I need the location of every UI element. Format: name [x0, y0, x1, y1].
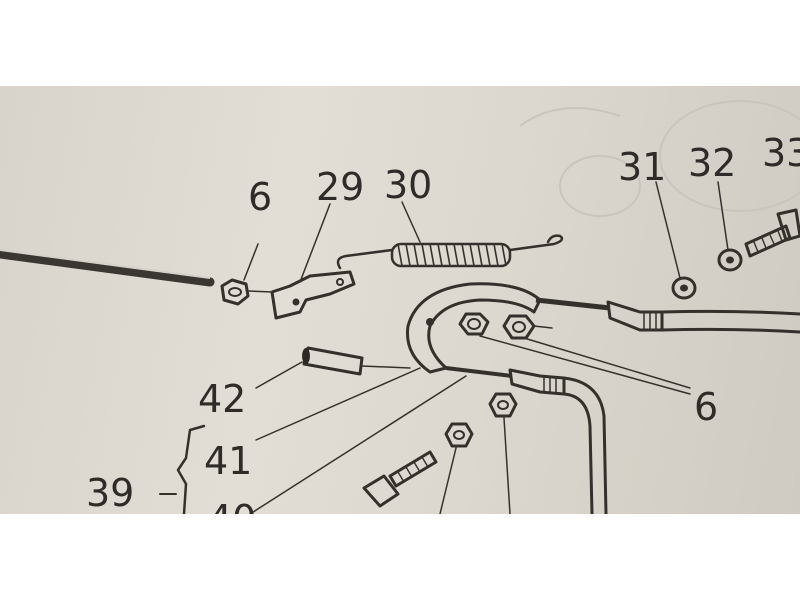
exploded-parts-diagram: 6 29 30 31 32 33 42 6 41 39 40	[0, 100, 800, 514]
leader-line	[401, 201, 421, 243]
nut-lower-a	[488, 392, 518, 418]
leader-line	[533, 325, 553, 329]
label-33: 33	[762, 131, 800, 175]
nut-6-a	[458, 312, 490, 336]
pin-42	[302, 346, 364, 376]
washer-32	[717, 248, 743, 272]
long-rod	[0, 249, 215, 287]
label-31: 31	[618, 145, 666, 189]
bracket-29	[270, 270, 356, 320]
spring-30	[336, 234, 564, 270]
leader-line	[249, 375, 467, 514]
leader-line	[479, 335, 691, 395]
leader-line	[255, 367, 421, 441]
leader-line	[243, 243, 259, 281]
label-40: 40	[208, 497, 256, 514]
leader-line	[655, 181, 681, 279]
leader-line	[247, 290, 273, 293]
label-6-top: 6	[248, 175, 272, 219]
leader-line	[299, 203, 331, 283]
label-42: 42	[198, 377, 246, 421]
label-41: 41	[204, 439, 252, 483]
nut-lower-b	[444, 422, 474, 448]
leader-line	[255, 361, 303, 389]
label-39: 39	[86, 471, 134, 514]
part-labels: 6 29 30 31 32 33 42 6 41 39 40	[86, 131, 800, 514]
leader-line	[717, 181, 729, 251]
lower-cable	[445, 366, 608, 514]
upper-cable	[535, 297, 800, 334]
label-6-right: 6	[694, 385, 718, 429]
bolt-lower	[362, 450, 438, 508]
label-32: 32	[688, 141, 736, 185]
cable-guide	[405, 282, 542, 374]
nut-6-top	[220, 278, 250, 306]
nut-6-b	[502, 314, 536, 340]
label-30: 30	[384, 163, 432, 207]
group-bracket-39	[176, 424, 206, 514]
bolt-33	[744, 208, 800, 258]
leader-line	[503, 417, 511, 514]
background-faint-drawing	[519, 100, 800, 217]
washer-31	[671, 276, 697, 300]
leader-line	[439, 447, 457, 514]
parts-diagram-photo: 6 29 30 31 32 33 42 6 41 39 40	[0, 86, 800, 514]
label-29: 29	[316, 165, 364, 209]
leader-line	[361, 365, 411, 369]
